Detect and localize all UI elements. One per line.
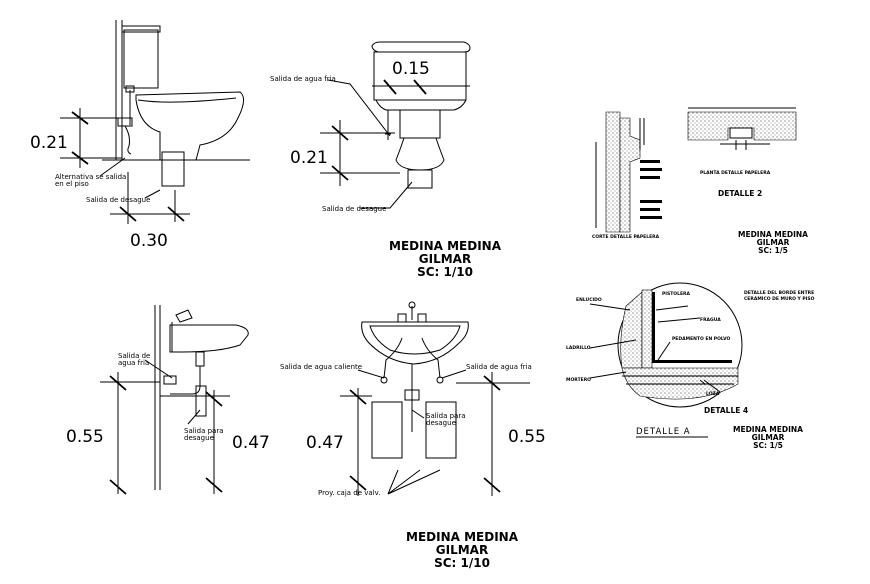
top-right-title-2: GILMAR (757, 238, 790, 247)
detalle-4-pedamento-label: PEDAMENTO EN POLVO (672, 336, 731, 342)
top-center-top-dim: 0.15 (392, 59, 430, 79)
detalle-2-planta-label: PLANTA DETALLE PAPELERA (700, 170, 771, 176)
detalle-4-label: DETALLE 4 (704, 406, 748, 415)
bottom-right-scale: SC: 1/5 (753, 441, 783, 450)
bottom-center-scale: SC: 1/10 (434, 556, 490, 570)
top-center-title-2: GILMAR (419, 252, 471, 266)
bottom-center-caja-label: Proy. caja de valv. (318, 489, 380, 497)
bottom-right-title-1: MEDINA MEDINA (733, 425, 803, 434)
detalle-2-corte-label: CORTE DETALLE PAPELERA (592, 234, 660, 240)
toilet-front-view (320, 41, 471, 209)
detalle-4-enlucido-label: ENLUCIDO (576, 297, 602, 303)
top-left-desague-label: Salida de desague (86, 196, 150, 204)
bottom-left-desague-label: Salida para (184, 427, 223, 435)
top-left-alt-label: Alternativa se salida (55, 173, 126, 181)
bottom-left-fria-label: Salida de (118, 352, 150, 360)
detalle-4-loza-label: LOZA (706, 391, 720, 397)
bottom-right-title-2: GILMAR (752, 433, 785, 442)
bottom-center-fria-label: Salida de agua fria (466, 363, 532, 371)
bottom-left-right-dim: 0.47 (232, 433, 270, 453)
top-center-desague-label: Salida de desague (322, 205, 386, 213)
bottom-center-desague-label: Salida para (426, 412, 465, 420)
bottom-center-desague-label-2: desague (426, 419, 456, 427)
top-left-alt-label-2: en el piso (55, 180, 89, 188)
bottom-left-desague-label-2: desague (184, 434, 214, 442)
top-center-height-dim: 0.21 (290, 148, 328, 168)
bottom-left-fria-label-2: agua fria (118, 359, 149, 367)
detalle-a-label: DETALLE A (636, 427, 691, 437)
detalle-4-mortero-label: MORTERO (566, 377, 591, 383)
top-right-scale: SC: 1/5 (758, 246, 788, 255)
detalle-4-header-label-2: CERAMICO DE MURO Y PISO (744, 296, 815, 302)
detalle-2-drawing (595, 107, 797, 233)
bottom-center-title-2: GILMAR (436, 543, 488, 557)
detalle-4-fragua-label: FRAGUA (700, 317, 721, 323)
detalle-4-pistolera-label: PISTOLERA (662, 291, 691, 297)
detalle-2-label: DETALLE 2 (718, 189, 762, 198)
detalle-4-header-label: DETALLE DEL BORDE ENTRE (744, 290, 814, 296)
bottom-center-caliente-label: Salida de agua caliente (280, 363, 362, 371)
toilet-side-view (60, 20, 250, 224)
bottom-left-left-dim: 0.55 (66, 427, 104, 447)
top-right-title-1: MEDINA MEDINA (738, 230, 808, 239)
bottom-center-left-dim: 0.47 (306, 433, 344, 453)
lavatory-front-view (340, 301, 530, 496)
bottom-center-title-1: MEDINA MEDINA (406, 530, 519, 544)
lavatory-side-view (100, 305, 249, 495)
top-left-width-dim: 0.30 (130, 231, 168, 251)
top-center-scale: SC: 1/10 (417, 265, 473, 279)
bottom-center-right-dim: 0.55 (508, 427, 546, 447)
top-left-height-dim: 0.21 (30, 133, 68, 153)
detalle-4-drawing (589, 282, 743, 408)
top-center-fria-label: Salida de agua fria (270, 75, 336, 83)
top-center-title-1: MEDINA MEDINA (389, 239, 502, 253)
detalle-4-ladrillo-label: LADRILLO (566, 345, 591, 351)
